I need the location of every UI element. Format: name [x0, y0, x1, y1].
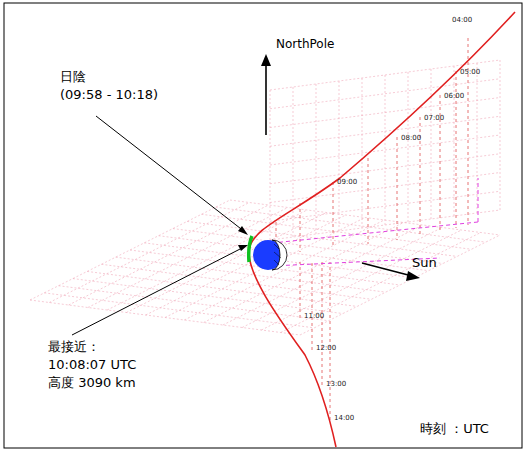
time-tick: 07:00	[424, 114, 444, 122]
sun-label: Sun	[412, 256, 437, 271]
time-tick: 05:00	[460, 68, 480, 76]
time-tick: 06:00	[444, 92, 464, 100]
sun-arrow	[406, 271, 420, 281]
shadow-interval: (09:58 - 10:18)	[60, 88, 158, 103]
time-tick: 11:00	[304, 312, 324, 320]
drop-lines	[276, 38, 468, 420]
closest-approach-altitude: 高度 3090 km	[48, 376, 136, 391]
closest-approach-label: 最接近：	[48, 340, 100, 355]
trajectory	[249, 12, 515, 447]
time-tick: 14:00	[334, 414, 354, 422]
shadow-segment	[249, 236, 252, 262]
earth-night-side	[272, 240, 287, 270]
shadow-label: 日陰	[60, 70, 86, 85]
sun-plane-lines	[272, 178, 478, 266]
reference-grid	[30, 60, 500, 335]
time-tick: 08:00	[401, 134, 421, 142]
north-pole-label: NorthPole	[276, 38, 334, 52]
closest-approach-time: 10:08:07 UTC	[48, 358, 136, 373]
time-tick: 04:00	[452, 16, 472, 24]
time-zone-note: 時刻 ：UTC	[420, 422, 489, 437]
time-tick: 12:00	[316, 344, 336, 352]
frame	[4, 3, 522, 448]
time-tick: 13:00	[326, 380, 346, 388]
north-arrow	[261, 54, 271, 66]
time-tick: 09:00	[337, 178, 357, 186]
